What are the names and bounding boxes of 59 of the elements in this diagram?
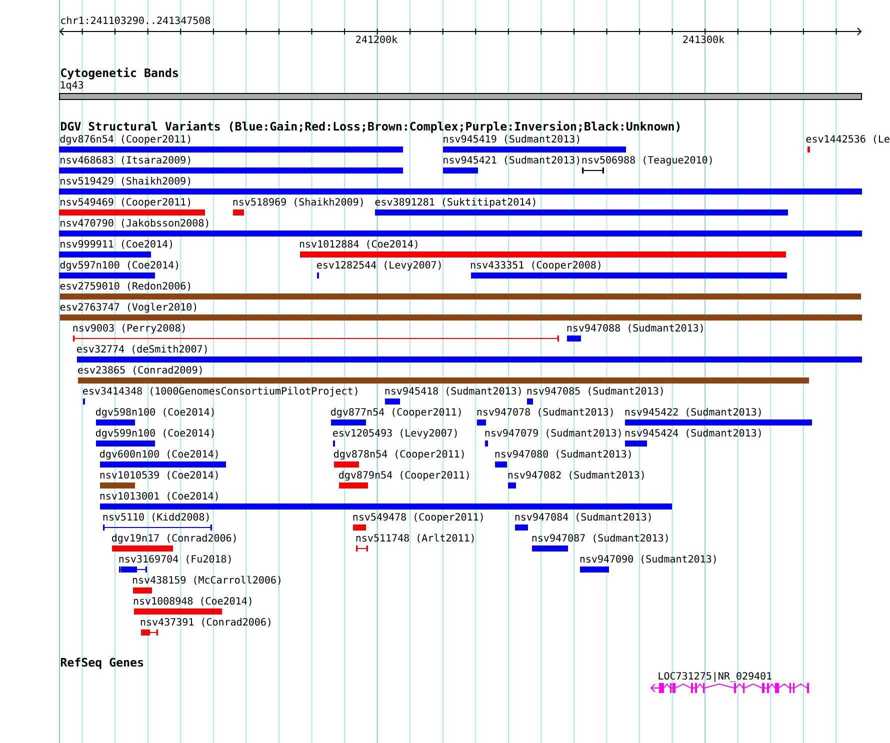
- variant-label: nsv947080 (Sudmant2013): [495, 450, 631, 459]
- band-label: 1q43: [60, 81, 84, 91]
- variant-label: nsv945422 (Sudmant2013): [625, 408, 761, 417]
- variant-label: nsv1008948 (Coe2014): [134, 596, 252, 606]
- gene-label: LOC731275|NR_029401: [658, 672, 772, 682]
- variant-label: dgv877n54 (Cooper2011): [331, 408, 461, 418]
- variant-label: nsv947085 (Sudmant2013): [527, 386, 663, 396]
- variant-label: esv3414348 (1000GenomesConsortiumPilotProject): [83, 386, 358, 397]
- variant-label: nsv518969 (Shaikh2009): [233, 198, 363, 207]
- variant-label: nsv511748 (Arlt2011): [356, 534, 474, 543]
- variant-label: nsv5110 (Kidd2008): [103, 512, 209, 522]
- variant-label: dgv19n17 (Conrad2006): [112, 534, 236, 544]
- track-heading: DGV Structural Variants (Blue:Gain;Red:Loss;Brown:Complex;Purple:Inversion;Black:Unknown): [60, 121, 680, 133]
- variant-label: dgv599n100 (Coe2014): [96, 428, 214, 439]
- variant-label: nsv1013001 (Coe2014): [100, 492, 218, 501]
- variant-label: nsv945424 (Sudmant2013): [625, 428, 761, 438]
- variant-label: nsv945421 (Sudmant2013): [444, 156, 580, 165]
- variant-label: esv1442536 (Le: [806, 134, 890, 144]
- variant-label: dgv878n54 (Cooper2011): [334, 450, 464, 460]
- variant-label: nsv947082 (Sudmant2013): [508, 470, 644, 480]
- variant-label: nsv433351 (Cooper2008): [470, 260, 600, 271]
- track-heading: RefSeq Genes: [60, 658, 144, 669]
- variant-label: nsv947079 (Sudmant2013): [485, 428, 621, 438]
- variant-label: nsv999911 (Coe2014): [60, 240, 172, 249]
- variant-label: esv32774 (deSmith2007): [77, 344, 207, 354]
- variant-label: nsv470790 (Jakobsson2008): [60, 218, 208, 228]
- variant-label: esv3891281 (Suktitipat2014): [375, 198, 536, 208]
- variant-label: nsv506988 (Teague2010): [582, 156, 712, 166]
- variant-label: esv2759010 (Redon2006): [60, 282, 190, 291]
- variant-label: esv1205493 (Levy2007): [333, 428, 457, 439]
- variant-label: nsv947090 (Sudmant2013): [580, 554, 716, 564]
- variant-label: dgv597n100 (Coe2014): [60, 260, 178, 271]
- variant-label: dgv876n54 (Cooper2011): [60, 134, 190, 145]
- variant-label: nsv549478 (Cooper2011): [353, 512, 483, 523]
- variant-label: esv1282544 (Levy2007): [317, 260, 441, 271]
- coordinate-label: chr1:241103290..241347508: [61, 16, 210, 24]
- variant-label: dgv598n100 (Coe2014): [96, 408, 214, 418]
- variant-label: nsv947078 (Sudmant2013): [477, 408, 613, 417]
- variant-label: nsv945418 (Sudmant2013): [385, 386, 521, 396]
- variant-label: nsv945419 (Sudmant2013): [444, 134, 580, 144]
- tick-label: 241200k: [356, 35, 398, 44]
- variant-label: nsv438159 (McCarroll2006): [132, 576, 280, 585]
- variant-label: nsv1010539 (Coe2014): [100, 470, 218, 480]
- variant-label: nsv1012884 (Coe2014): [300, 240, 418, 249]
- variant-label: esv2763747 (Vogler2010): [60, 302, 196, 313]
- variant-label: nsv437391 (Conrad2006): [140, 618, 270, 627]
- variant-label: nsv947087 (Sudmant2013): [532, 534, 668, 543]
- track-heading: Cytogenetic Bands: [61, 68, 178, 80]
- variant-label: dgv879n54 (Cooper2011): [339, 470, 469, 481]
- variant-label: esv23865 (Conrad2009): [78, 366, 202, 375]
- variant-label: nsv947088 (Sudmant2013): [567, 324, 703, 333]
- variant-label: nsv468683 (Itsara2009): [60, 156, 190, 165]
- variant-label: nsv947084 (Sudmant2013): [515, 512, 651, 522]
- variant-label: nsv549469 (Cooper2011): [60, 198, 190, 208]
- variant-label: dgv600n100 (Coe2014): [100, 450, 218, 460]
- tick-label: 241300k: [683, 35, 724, 44]
- variant-label: nsv3169704 (Fu2018): [119, 554, 231, 564]
- variant-label: nsv9003 (Perry2008): [73, 324, 185, 334]
- variant-label: nsv519429 (Shaikh2009): [60, 176, 190, 186]
